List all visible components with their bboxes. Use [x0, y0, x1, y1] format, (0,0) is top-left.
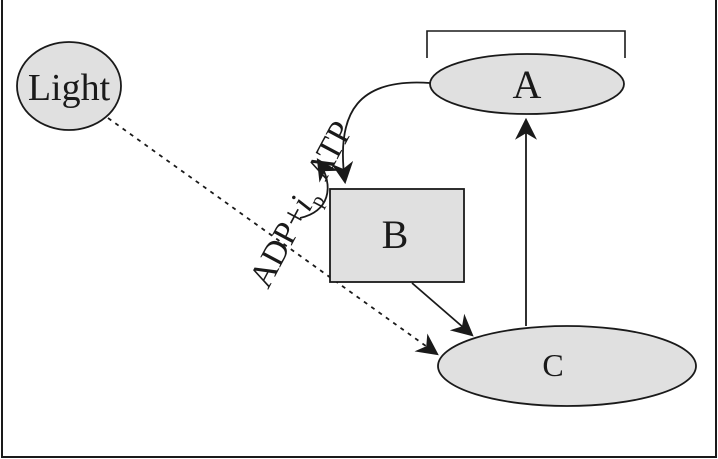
bracket-over-a [426, 30, 626, 58]
light-label: Light [28, 67, 111, 109]
node-c-label: C [542, 347, 563, 383]
adp-atp-curl [299, 158, 338, 219]
node-b: B [329, 188, 465, 283]
light-node: Light [16, 41, 122, 131]
reaction-atp-text: ATP [300, 115, 361, 186]
svg-text:ADP+ip: ADP+ip [242, 182, 329, 296]
a-to-b-arrow [331, 81, 431, 185]
node-c: C [437, 325, 697, 407]
reaction-adp-text: ADP+ [242, 199, 316, 293]
node-a-label: A [513, 62, 542, 107]
b-to-c-arrow [411, 282, 474, 337]
node-b-label: B [382, 212, 409, 257]
node-a: A [429, 53, 625, 115]
